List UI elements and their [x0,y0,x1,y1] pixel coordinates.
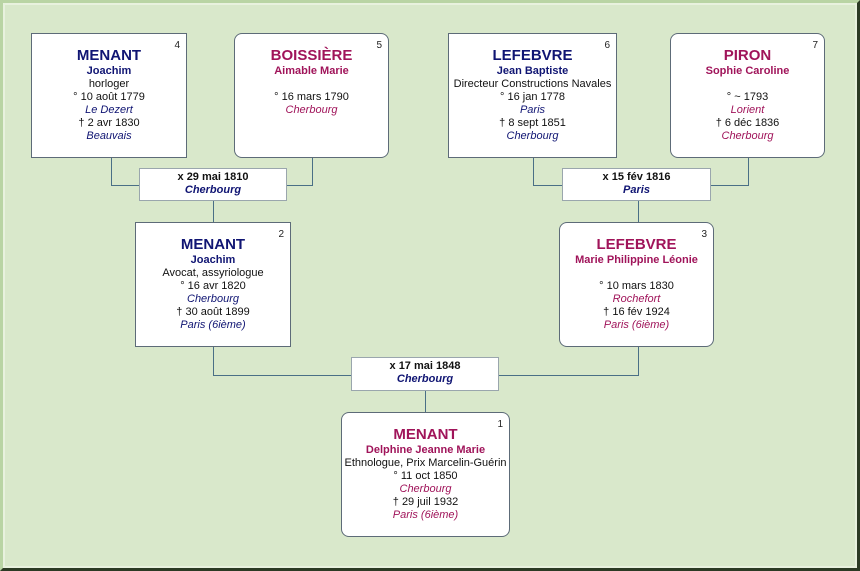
given-names: Joachim [86,65,132,77]
given-names: Sophie Caroline [705,65,790,77]
occupation: Ethnologue, Prix Marcelin-Guérin [344,457,507,469]
sosa-number: 2 [278,229,284,240]
sosa-number: 3 [701,229,707,240]
death-date: † 29 juil 1932 [392,496,459,508]
birth-date: ° 10 mars 1830 [599,280,674,292]
surname: MENANT [76,47,142,64]
connector-line [638,346,639,375]
connector-line [213,200,214,225]
birth-date: ° 16 mars 1790 [274,91,349,103]
marriage-box-4-5[interactable]: x 29 mai 1810 Cherbourg [139,168,287,201]
birth-date: ° ~ 1793 [726,91,769,103]
sosa-number: 7 [812,40,818,51]
death-date: † 30 août 1899 [176,306,250,318]
person-card-7[interactable]: 7 PIRON Sophie Caroline ° ~ 1793 Lorient… [670,33,825,158]
person-card-1[interactable]: 1 MENANT Delphine Jeanne Marie Ethnologu… [341,412,510,537]
occupation [235,78,388,91]
person-card-6[interactable]: 6 LEFEBVRE Jean Baptiste Directeur Const… [448,33,617,158]
death-date: † 8 sept 1851 [499,117,566,129]
birth-place: Paris [519,104,546,116]
sosa-number: 4 [174,40,180,51]
connector-line [111,185,142,186]
sosa-number: 1 [497,419,503,430]
marriage-box-6-7[interactable]: x 15 fév 1816 Paris [562,168,711,201]
person-card-5[interactable]: 5 BOISSIÈRE Aimable Marie ° 16 mars 1790… [234,33,389,158]
marriage-date: x 29 mai 1810 [177,171,249,183]
person-card-2[interactable]: 2 MENANT Joachim Avocat, assyriologue ° … [135,222,291,347]
birth-place: Cherbourg [399,483,452,495]
marriage-date: x 15 fév 1816 [602,171,671,183]
person-card-4[interactable]: 4 MENANT Joachim horloger ° 10 août 1779… [31,33,187,158]
sosa-number: 6 [604,40,610,51]
death-date: † 2 avr 1830 [78,117,140,129]
death-date: † 16 fév 1924 [603,306,670,318]
surname: LEFEBVRE [596,236,677,253]
connector-line [111,157,112,185]
connector-line [710,185,749,186]
given-names: Jean Baptiste [496,65,569,77]
sosa-number: 5 [376,40,382,51]
marriage-box-2-3[interactable]: x 17 mai 1848 Cherbourg [351,357,499,391]
given-names: Delphine Jeanne Marie [365,444,486,456]
death-place: Paris (6ième) [392,509,459,521]
birth-date: ° 16 jan 1778 [500,91,565,103]
surname: PIRON [723,47,772,64]
death-date: † 6 déc 1836 [715,117,780,129]
birth-date: ° 10 août 1779 [73,91,145,103]
connector-line [638,200,639,225]
connector-line [497,375,639,376]
occupation: Avocat, assyriologue [162,267,264,279]
death-place: Cherbourg [721,130,774,142]
connector-line [748,157,749,185]
death-place: Paris (6ième) [180,319,246,331]
death-place: Cherbourg [506,130,559,142]
birth-place: Rochefort [612,293,661,305]
occupation [671,78,824,91]
birth-date: ° 11 oct 1850 [393,470,458,482]
given-names: Aimable Marie [274,65,349,77]
connector-line [312,157,313,185]
connector-line [533,185,565,186]
connector-line [286,185,313,186]
occupation: Directeur Constructions Navales [453,78,612,90]
birth-place: Lorient [730,104,765,116]
birth-place: Cherbourg [285,104,338,116]
occupation [560,267,713,280]
surname: MENANT [180,236,246,253]
birth-place: Le Dezert [85,104,133,116]
occupation: horloger [88,78,130,90]
surname: LEFEBVRE [492,47,573,64]
surname: BOISSIÈRE [270,47,353,64]
connector-line [533,157,534,185]
death-place: Paris (6ième) [603,319,670,331]
marriage-date: x 17 mai 1848 [389,360,461,372]
marriage-place: Cherbourg [184,184,242,196]
given-names: Marie Philippine Léonie [575,254,698,266]
connector-line [425,390,426,416]
birth-date: ° 16 avr 1820 [180,280,246,292]
marriage-place: Cherbourg [396,373,454,385]
connector-line [213,346,214,375]
surname: MENANT [393,426,458,443]
connector-line [213,375,354,376]
given-names: Joachim [190,254,236,266]
person-card-3[interactable]: 3 LEFEBVRE Marie Philippine Léonie ° 10 … [559,222,714,347]
death-place: Beauvais [86,130,132,142]
marriage-place: Paris [623,184,650,196]
birth-place: Cherbourg [187,293,239,305]
